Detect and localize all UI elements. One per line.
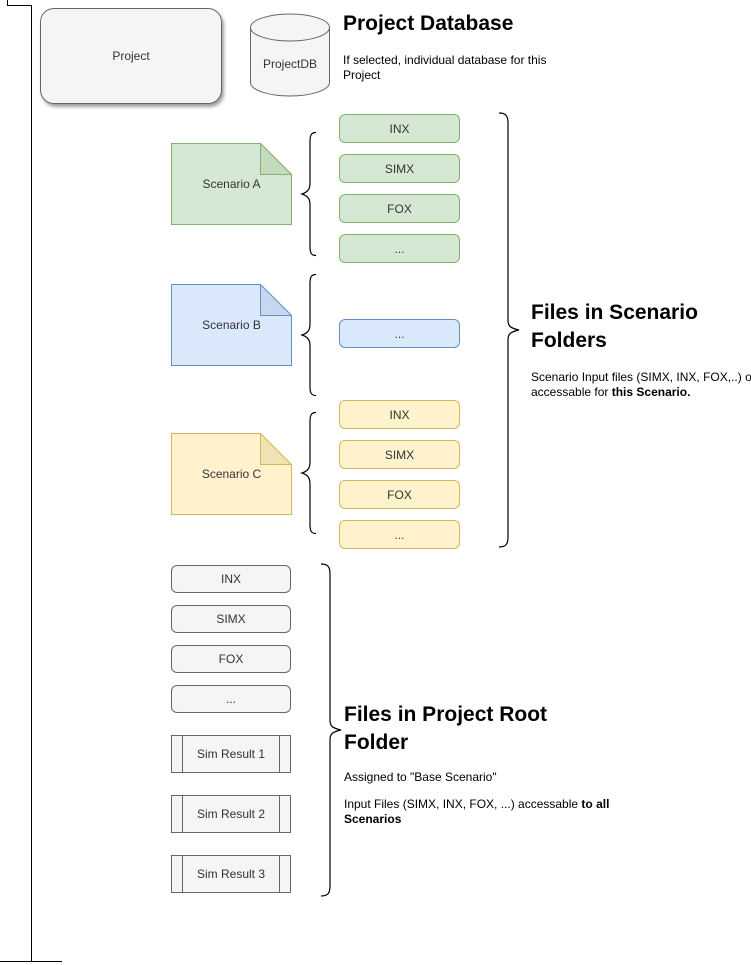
database-cylinder-icon <box>250 13 330 97</box>
file-box-a-simx: SIMX <box>339 154 460 183</box>
edge-line-top-horizontal <box>7 5 32 6</box>
file-box-a-inx: INX <box>339 114 460 143</box>
scenario-a-document-icon <box>171 143 292 225</box>
section-title-scenario-folders: Files in Scenario Folders <box>531 301 698 352</box>
bracket-root-section-icon <box>320 563 342 897</box>
scenario-c-label: Scenario C <box>201 467 262 481</box>
sim-result-2-node: Sim Result 2 <box>171 795 291 833</box>
database-node: ProjectDB <box>250 13 330 97</box>
edge-line-top-tick <box>7 0 8 6</box>
section-title-project-database: Project Database <box>343 12 514 35</box>
root-file-box-fox: FOX <box>171 645 291 673</box>
scenario-a-node: Scenario A <box>171 143 292 225</box>
section-desc-scenario-folders-bold: this Scenario. <box>611 385 691 399</box>
sim-result-3-node: Sim Result 3 <box>171 855 291 893</box>
section-note-base-scenario: Assigned to "Base Scenario" <box>344 770 497 784</box>
section-desc-scenario-folders-normal: Scenario Input files (SIMX, INX, FOX,..)… <box>531 370 751 399</box>
edge-line-vertical <box>31 5 32 962</box>
brace-scenario-a-icon <box>300 131 317 257</box>
project-label: Project <box>112 49 150 63</box>
brace-scenario-b-icon <box>300 273 317 397</box>
brace-scenario-c-icon <box>300 411 317 535</box>
file-box-c-fox: FOX <box>339 480 460 509</box>
bracket-scenario-section-icon <box>498 112 520 548</box>
root-file-box-more: ... <box>171 685 291 713</box>
scenario-c-node: Scenario C <box>171 433 292 515</box>
root-file-box-simx: SIMX <box>171 605 291 633</box>
sim-result-1-node: Sim Result 1 <box>171 735 291 773</box>
scenario-b-label: Scenario B <box>202 318 261 332</box>
section-note-input-files-normal: Input Files (SIMX, INX, FOX, ...) access… <box>344 797 582 811</box>
scenario-b-document-icon <box>171 284 292 366</box>
root-file-box-inx: INX <box>171 565 291 593</box>
database-label: ProjectDB <box>262 57 318 71</box>
section-desc-project-database: If selected, individual database for thi… <box>343 53 547 82</box>
file-box-c-inx: INX <box>339 400 460 429</box>
file-box-a-fox: FOX <box>339 194 460 223</box>
edge-line-bottom-horizontal <box>0 961 62 962</box>
file-box-a-more: ... <box>339 234 460 263</box>
section-note-input-files: Input Files (SIMX, INX, FOX, ...) access… <box>344 797 646 827</box>
section-desc-scenario-folders: Scenario Input files (SIMX, INX, FOX,..)… <box>531 370 751 400</box>
scenario-b-node: Scenario B <box>171 284 292 366</box>
file-box-c-simx: SIMX <box>339 440 460 469</box>
section-title-root-folder: Files in Project Root Folder <box>344 703 548 754</box>
scenario-c-document-icon <box>171 433 292 515</box>
section-note-input-files-bold: to all Scenarios <box>344 797 610 826</box>
scenario-a-label: Scenario A <box>202 177 261 191</box>
file-box-b-more: ... <box>339 319 460 348</box>
file-box-c-more: ... <box>339 520 460 549</box>
project-node: Project <box>40 8 222 104</box>
